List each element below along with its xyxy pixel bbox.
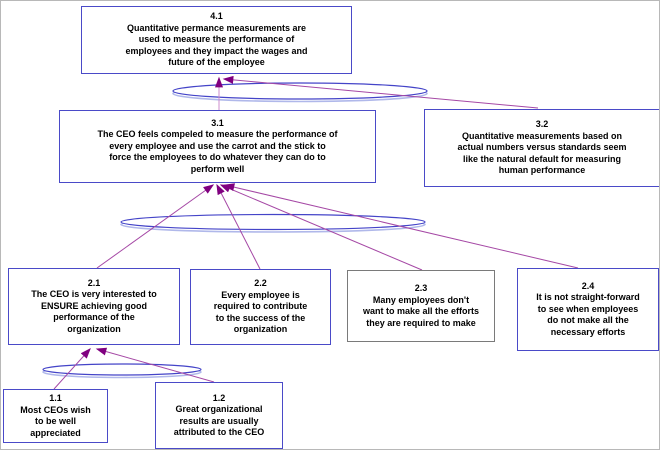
node-1-1-id: 1.1 xyxy=(49,393,62,403)
node-2-4[interactable]: 2.4 It is not straight-forward to see wh… xyxy=(517,268,659,351)
node-2-4-id: 2.4 xyxy=(581,280,595,291)
node-2-2-text: Every employee is required to contribute… xyxy=(213,289,308,335)
node-2-1-text: The CEO is very interested to ENSURE ach… xyxy=(31,289,157,334)
node-2-3-text: Many employees don't want to make all th… xyxy=(362,294,480,328)
arrow-2-4-to-3-1 xyxy=(223,183,579,269)
node-3-1[interactable]: 3.1 The CEO feels compeled to measure th… xyxy=(59,110,376,183)
arrow-2-2-to-3-1 xyxy=(216,183,261,270)
arrow-2-1-to-3-1 xyxy=(96,184,215,269)
node-1-2-text: Great organizational results are usually… xyxy=(173,404,265,437)
node-2-3[interactable]: 2.3 Many employees don't want to make al… xyxy=(347,270,495,342)
node-1-2[interactable]: 1.2 Great organizational results are usu… xyxy=(155,382,283,449)
node-4-1[interactable]: 4.1 Quantitative permance measurements a… xyxy=(81,6,352,74)
node-1-1[interactable]: 1.1 Most CEOs wish to be well appreciate… xyxy=(3,389,108,443)
node-3-1-id: 3.1 xyxy=(211,117,224,128)
node-1-2-id: 1.2 xyxy=(212,392,226,403)
arrow-2-3-to-3-1 xyxy=(219,184,423,271)
node-3-1-text: The CEO feels compeled to measure the pe… xyxy=(97,129,338,174)
node-3-2[interactable]: 3.2 Quantitative measurements based on a… xyxy=(424,109,659,187)
node-2-4-text: It is not straight-forward to see when e… xyxy=(536,292,640,337)
node-2-3-id: 2.3 xyxy=(414,283,428,293)
arrow-3-2-to-4-1 xyxy=(222,75,539,109)
node-2-2[interactable]: 2.2 Every employee is required to contri… xyxy=(190,269,331,345)
node-1-1-text: Most CEOs wish to be well appreciated xyxy=(20,404,91,438)
node-2-1-id: 2.1 xyxy=(87,277,101,288)
node-3-2-text: Quantitative measurements based on actua… xyxy=(457,130,627,176)
and-junction-ellipse-middle xyxy=(120,213,426,233)
arrow-1-2-to-2-1 xyxy=(95,347,215,383)
arrow-1-1-to-2-1 xyxy=(53,348,91,390)
node-3-2-id: 3.2 xyxy=(535,119,549,130)
node-4-1-id: 4.1 xyxy=(210,11,223,22)
and-junction-ellipse-top xyxy=(172,82,428,103)
node-2-1[interactable]: 2.1 The CEO is very interested to ENSURE… xyxy=(8,268,180,345)
node-2-2-id: 2.2 xyxy=(254,278,267,289)
node-4-1-text: Quantitative permance measurements are u… xyxy=(125,22,308,68)
